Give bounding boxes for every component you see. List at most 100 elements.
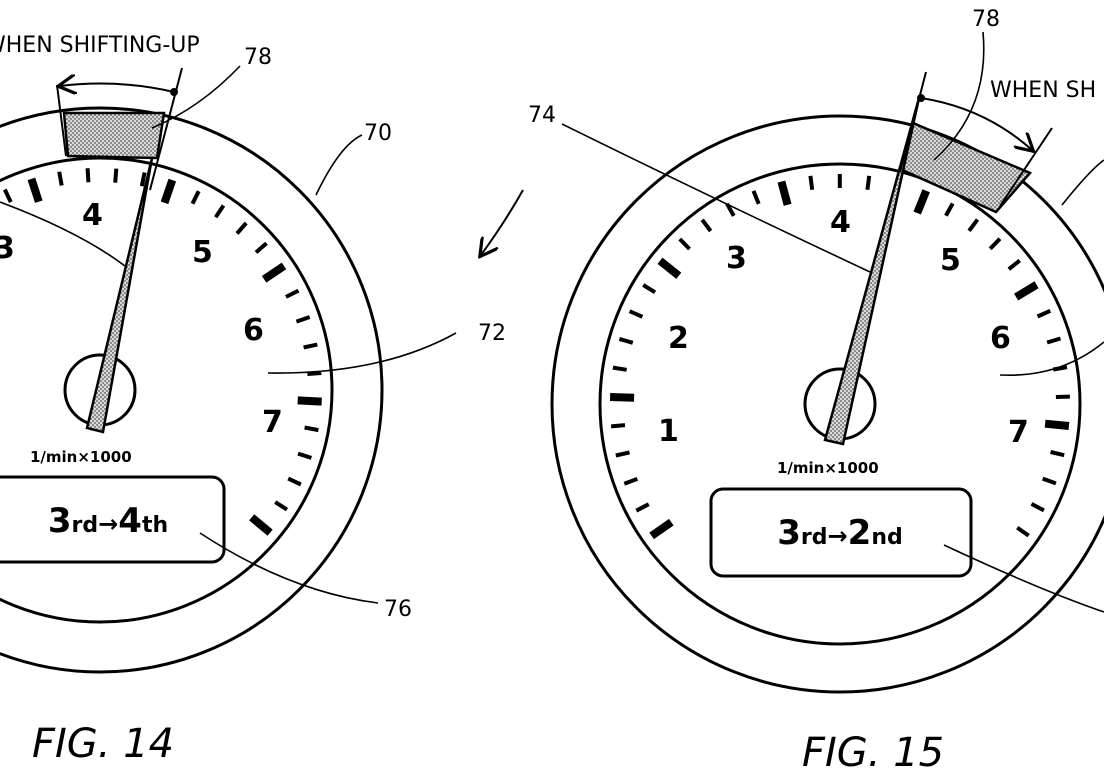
fig15-leader-right-face	[999, 341, 1104, 377]
fig15-gear-from-suffix: rd	[801, 525, 828, 550]
fig14-tick-marks	[2, 168, 322, 536]
fig15-tick	[1014, 281, 1039, 301]
fig15-gear-text: 3rd→2nd	[777, 513, 902, 553]
fig15-tick	[1042, 476, 1057, 486]
fig15-numeral-7: 7	[1008, 415, 1029, 450]
fig14-leader-72	[267, 332, 457, 374]
fig14-ref-76: 76	[384, 597, 412, 622]
fig14-gear-text: 3rd→4th	[48, 501, 168, 541]
fig14-tick	[303, 342, 318, 350]
fig14-tick	[274, 500, 289, 512]
fig14-tick	[85, 168, 91, 183]
fig14-leader-70	[315, 134, 363, 196]
fig15-tick	[642, 283, 657, 295]
fig14-tick	[2, 188, 13, 203]
fig14-gear-from: 3	[48, 501, 72, 541]
fig14-leader-needle	[0, 201, 126, 267]
fig15-zone-extension-left	[899, 71, 927, 173]
fig15-ref-78: 78	[972, 7, 1000, 32]
fig15-tick	[1046, 336, 1062, 345]
fig15-zone-extension-right	[999, 127, 1053, 207]
fig15-tick	[610, 423, 626, 429]
fig15-tick	[1036, 308, 1052, 319]
fig14-tick	[214, 204, 226, 219]
fig15-mode-label: WHEN SH	[990, 78, 1096, 103]
fig14-tick	[287, 476, 302, 487]
fig15-needle	[823, 97, 921, 446]
fig15-tick	[628, 309, 644, 319]
rotation-arrow	[481, 189, 524, 255]
fig15-tick	[657, 257, 682, 279]
fig15-tick	[635, 502, 650, 513]
fig14-shift-arrow	[60, 84, 175, 92]
fig14-numeral-6: 6	[243, 313, 264, 348]
fig15-gauge: 1 2 3 4 5 6 7 1/min×1000 3rd→2nd WHEN SH…	[528, 7, 1104, 774]
fig14-tick	[190, 190, 201, 205]
fig14-tick	[27, 177, 43, 203]
fig15-tick	[1030, 502, 1045, 513]
fig14-tick	[285, 288, 300, 299]
fig15-unit-label: 1/min×1000	[777, 459, 879, 477]
fig15-numeral-5: 5	[940, 243, 961, 278]
fig15-numeral-6: 6	[990, 321, 1011, 356]
fig15-leader-right-display	[943, 544, 1104, 613]
fig14-leader-76	[199, 532, 379, 604]
fig14-tick	[57, 171, 64, 186]
fig15-gear-to: 2	[848, 513, 872, 553]
fig14-gear-display	[0, 475, 226, 564]
fig15-tick	[678, 237, 691, 251]
fig14-tick	[297, 396, 322, 406]
fig15-arrow: →	[828, 522, 848, 550]
fig14-tick	[235, 221, 248, 235]
fig15-tick	[967, 218, 980, 233]
fig15-tick	[944, 202, 955, 217]
fig15-tick-marks	[609, 174, 1070, 540]
fig15-tick	[751, 190, 761, 205]
fig15-tick	[618, 336, 634, 345]
fig15-leader-78	[933, 31, 985, 161]
fig15-numeral-1: 1	[658, 414, 679, 449]
fig14-gear-from-suffix: rd	[72, 513, 99, 538]
fig14-caption: FIG. 14	[32, 721, 174, 767]
fig15-gear-from: 3	[777, 513, 801, 553]
fig15-numeral-2: 2	[668, 321, 689, 356]
fig14-gauge: 3 4 5 6 7 1/min×1000 3rd→4th WHEN SHIFTI…	[0, 33, 506, 767]
fig14-tick	[304, 425, 319, 433]
fig15-tick	[777, 180, 792, 206]
fig14-numeral-7: 7	[262, 405, 283, 440]
fig15-tick	[1044, 419, 1070, 430]
fig15-gear-display	[709, 487, 973, 578]
fig14-ref-78: 78	[244, 45, 272, 70]
fig15-pivot-dot	[917, 94, 925, 102]
fig14-needle	[85, 157, 154, 434]
fig14-tick	[295, 315, 311, 324]
fig15-gear-to-suffix: nd	[871, 525, 902, 550]
fig15-tick	[808, 175, 815, 191]
fig15-tick	[1016, 525, 1030, 538]
fig15-tick	[623, 477, 639, 486]
fig14-ref-70: 70	[364, 121, 392, 146]
fig14-tick	[249, 514, 273, 536]
fig14-numeral-3: 3	[0, 231, 15, 266]
fig14-gear-to-suffix: th	[142, 513, 168, 538]
fig15-tick	[612, 365, 628, 372]
fig14-tick	[307, 371, 322, 376]
fig15-tick	[1050, 450, 1065, 458]
fig14-zone-extension-right	[149, 67, 183, 191]
fig14-pivot-dot	[170, 88, 178, 96]
fig15-tick	[700, 218, 713, 233]
fig14-tick	[113, 168, 119, 183]
fig14-tick	[297, 451, 313, 460]
fig14-tick	[160, 178, 177, 205]
fig15-tick	[609, 393, 635, 402]
fig15-tick	[725, 202, 736, 217]
fig14-tick	[254, 241, 268, 254]
fig15-tick	[988, 237, 1002, 251]
fig14-tick	[261, 262, 287, 283]
fig15-tick	[649, 518, 674, 540]
fig14-ref-72: 72	[478, 321, 506, 346]
fig14-outer-ring	[0, 106, 384, 674]
fig14-tick	[139, 172, 147, 187]
fig15-dial-face	[598, 162, 1082, 646]
